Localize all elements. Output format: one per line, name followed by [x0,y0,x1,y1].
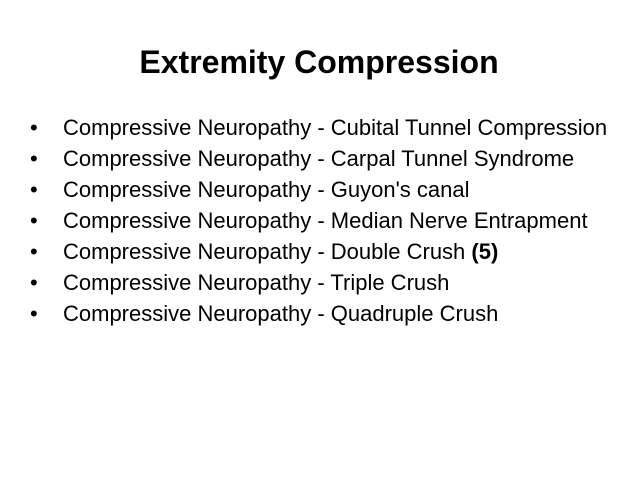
bullet-icon: • [30,115,38,140]
list-item: • Compressive Neuropathy - Triple Crush [30,269,620,296]
bullet-icon: • [30,270,38,295]
list-item: • Compressive Neuropathy - Guyon's canal [30,176,620,203]
bullet-text: Compressive Neuropathy - Median Nerve En… [63,208,588,233]
bullet-text: Compressive Neuropathy - Guyon's canal [63,177,470,202]
bullet-text: Compressive Neuropathy - Carpal Tunnel S… [63,146,575,171]
list-item: • Compressive Neuropathy - Double Crush … [30,238,620,265]
bullet-text: Compressive Neuropathy - Double Crush [63,239,472,264]
bullet-icon: • [30,146,38,171]
bullet-text: Compressive Neuropathy - Quadruple Crush [63,301,499,326]
slide-title: Extremity Compression [139,44,499,80]
list-item: • Compressive Neuropathy - Carpal Tunnel… [30,145,620,172]
bullet-text: Compressive Neuropathy - Cubital Tunnel … [63,115,608,140]
list-item: • Compressive Neuropathy - Quadruple Cru… [30,300,620,327]
bullet-icon: • [30,301,38,326]
list-item: • Compressive Neuropathy - Cubital Tunne… [30,114,620,141]
bullet-list: • Compressive Neuropathy - Cubital Tunne… [30,114,620,331]
list-item: • Compressive Neuropathy - Median Nerve … [30,207,620,234]
bullet-icon: • [30,239,38,264]
citation-marker: (5) [471,239,499,264]
bullet-icon: • [30,208,38,233]
bullet-icon: • [30,177,38,202]
bullet-text: Compressive Neuropathy - Triple Crush [63,270,450,295]
